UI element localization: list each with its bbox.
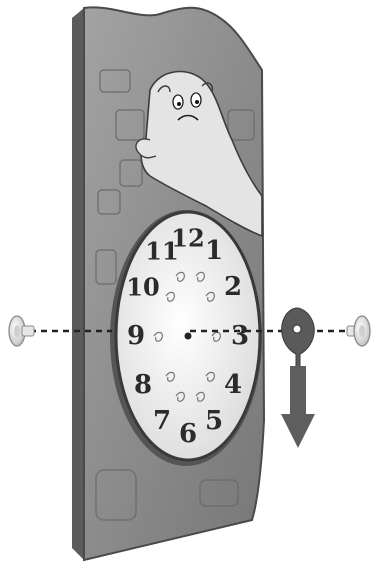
wall-anchor-bolt-icon-right — [346, 315, 371, 347]
clock-numeral: 4 — [224, 370, 242, 400]
stone-wall-texture — [95, 69, 255, 521]
pendulum-icon — [281, 307, 315, 448]
ghost-illustration — [135, 70, 263, 238]
clock-center-hub — [184, 332, 192, 340]
clock-numeral: 9 — [127, 321, 145, 351]
dial-ornaments — [153, 271, 221, 402]
clock-numeral: 11 — [145, 237, 178, 266]
clock-numeral: 8 — [134, 370, 152, 400]
clock-board-side — [72, 8, 84, 560]
arrow-down-icon — [281, 366, 315, 448]
clock-numeral: 6 — [179, 419, 197, 449]
clock-numeral: 5 — [205, 406, 223, 436]
clock-numeral: 12 — [171, 224, 204, 253]
clock-numeral: 3 — [231, 321, 249, 351]
clock-numeral: 2 — [224, 272, 242, 302]
clock-numeral: 1 — [205, 236, 223, 266]
clock-numeral: 10 — [126, 273, 159, 302]
wall-anchor-bolt-icon — [8, 315, 35, 347]
clock-numeral: 7 — [153, 406, 171, 436]
